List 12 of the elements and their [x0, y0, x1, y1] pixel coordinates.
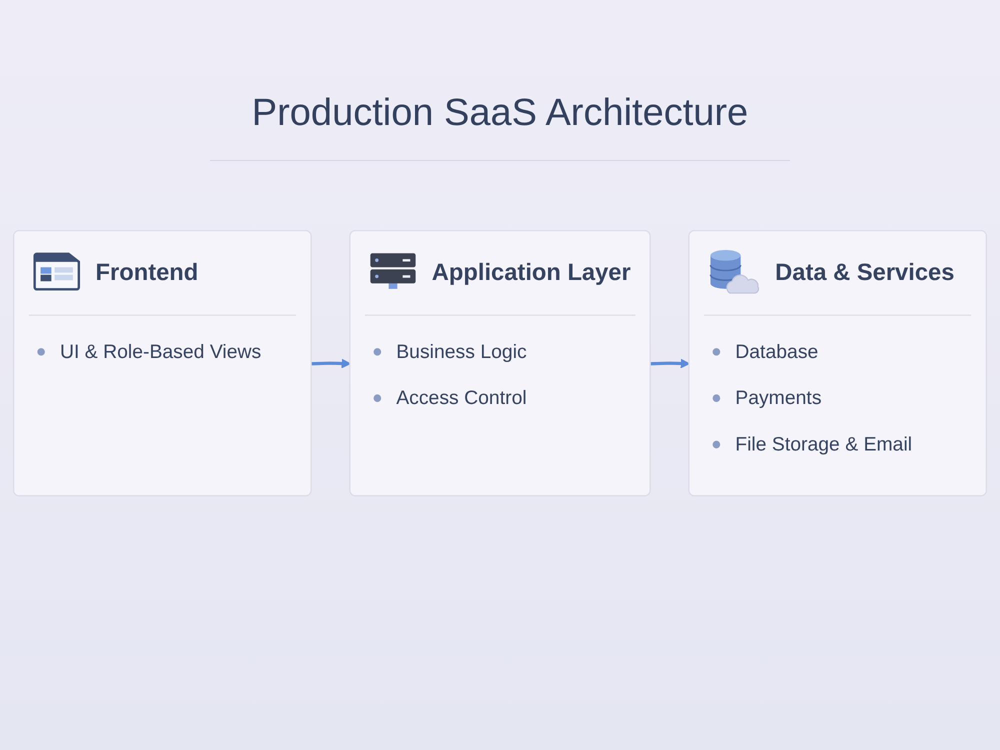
list-item: File Storage & Email [735, 432, 912, 457]
arrow [312, 358, 351, 368]
list-item: Access Control [396, 386, 527, 410]
list-item: Payments [735, 386, 822, 410]
list-item: Database [735, 340, 818, 364]
list-item: Business Logic [396, 340, 527, 364]
title: Production SaaS Architecture [250, 92, 750, 135]
list-item: UI & Role-Based Views [60, 340, 262, 364]
panel-heading: Data & Services [775, 257, 954, 288]
panel-heading: Application Layer [432, 257, 631, 288]
arrow [650, 358, 690, 368]
panel-heading: Frontend [96, 257, 198, 288]
